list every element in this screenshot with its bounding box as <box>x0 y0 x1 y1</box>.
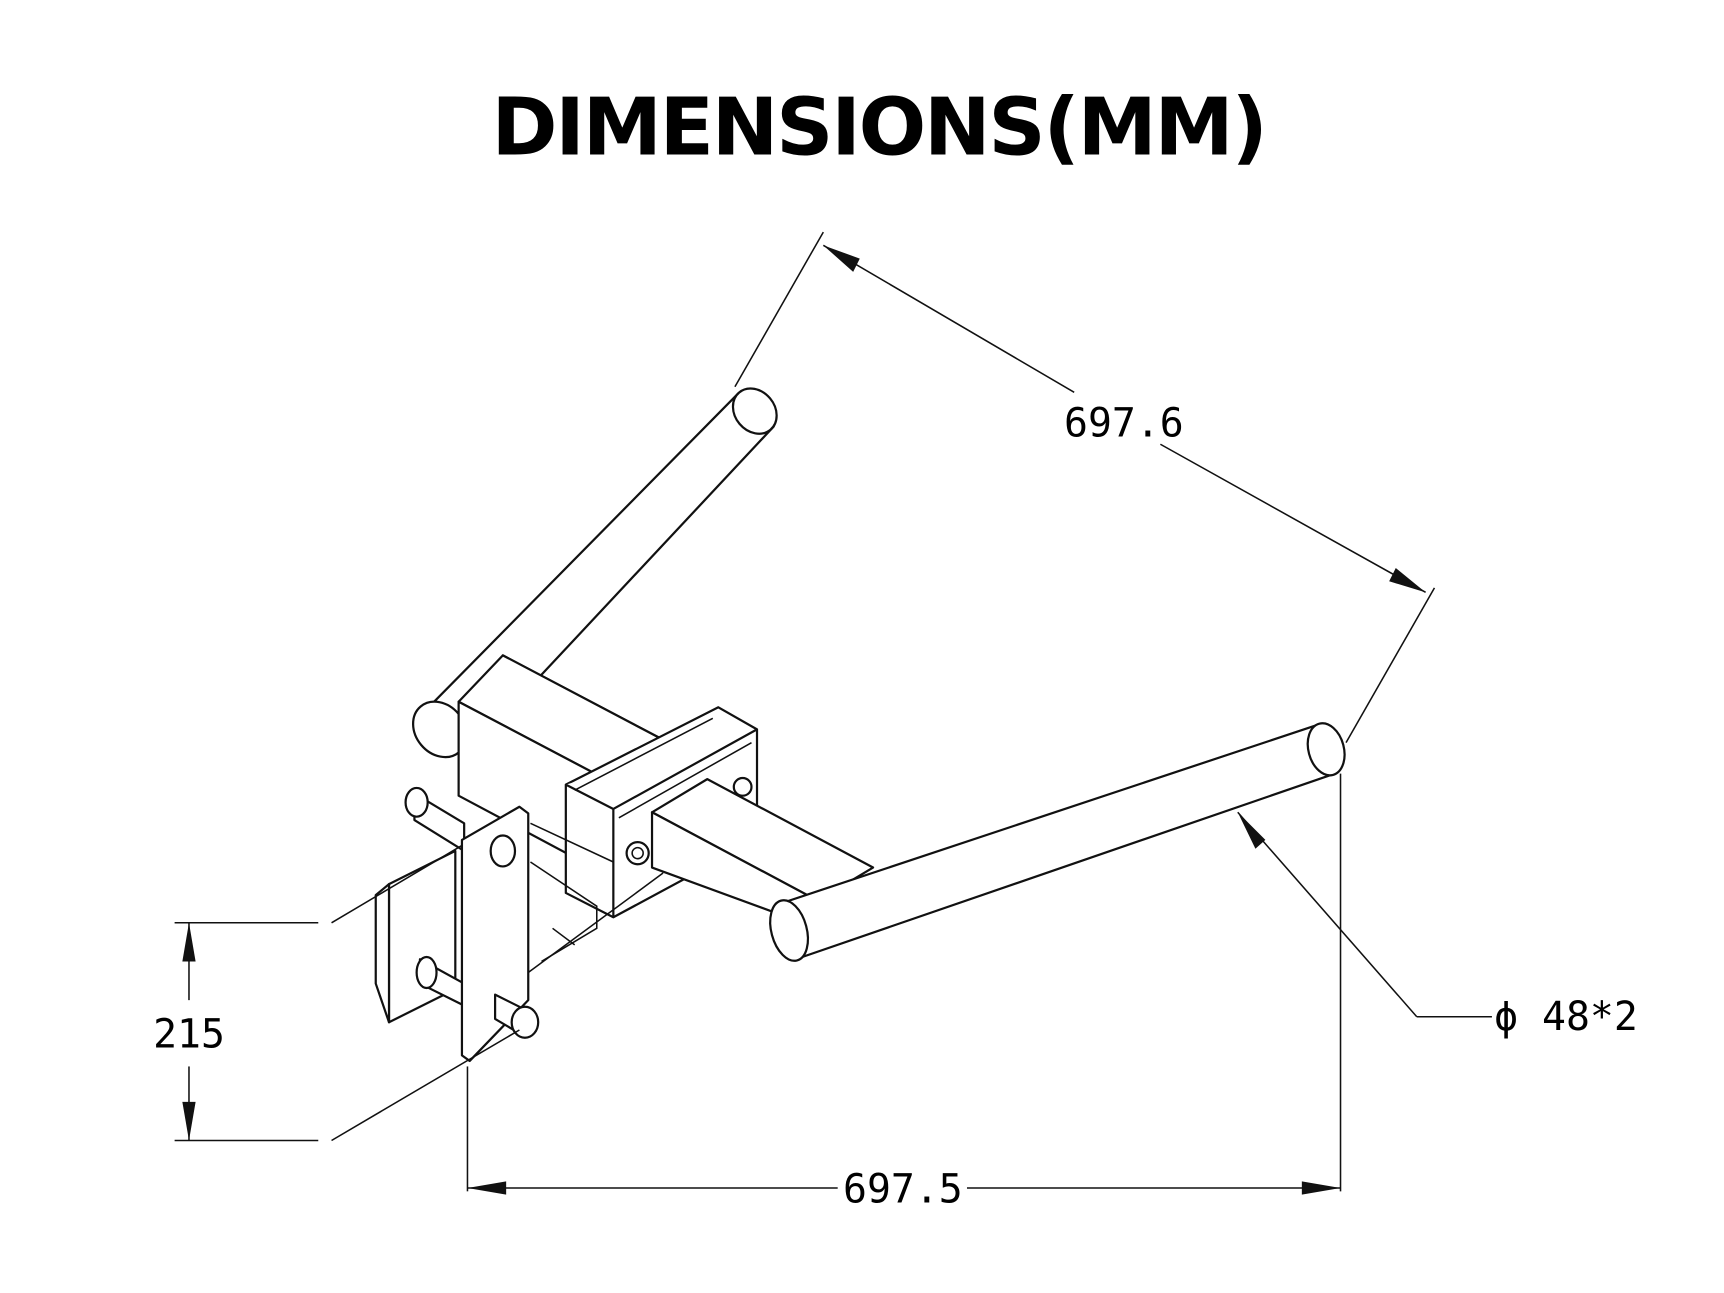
front-arm <box>650 778 875 930</box>
dimension-width-label: 697.5 <box>843 1166 963 1212</box>
product-drawing <box>374 387 1346 1063</box>
dimension-diagonal-label: 697.6 <box>1064 401 1184 447</box>
dimension-height: 215 <box>153 844 520 1142</box>
diagram-title: DIMENSIONS(MM) <box>491 81 1265 174</box>
dimension-diameter-label: ϕ 48*2 <box>1494 994 1638 1040</box>
handle-right <box>769 722 1346 962</box>
dimension-diagonal: 697.6 <box>734 231 1436 744</box>
dimension-diameter: ϕ 48*2 <box>1237 811 1638 1040</box>
mount-plate <box>374 786 664 1063</box>
dimension-width: 697.5 <box>466 773 1342 1212</box>
dimension-height-label: 215 <box>153 1012 225 1058</box>
